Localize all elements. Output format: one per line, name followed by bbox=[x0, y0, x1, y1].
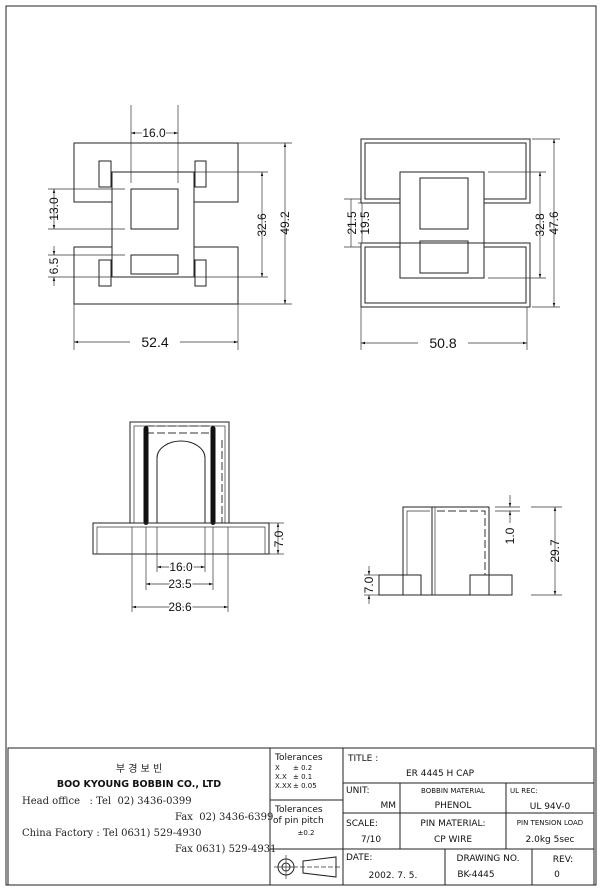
title-block: 부 경 보 빈 BOO KYOUNG BOBBIN CO., LTD Head … bbox=[7, 747, 595, 886]
tol-xx-value: ± 0.1 bbox=[293, 773, 312, 781]
scale-value: 7/10 bbox=[361, 835, 381, 845]
scale-label: SCALE: bbox=[346, 819, 378, 829]
dim-49-2: 49.2 bbox=[278, 211, 292, 235]
pin-tension-value: 2.0kg 5sec bbox=[526, 835, 575, 845]
dim-23-5: 23.5 bbox=[168, 577, 192, 591]
company-name-korean: 부 경 보 빈 bbox=[116, 762, 162, 775]
top-right-view: 21.5 19.5 32.8 47.6 50.8 bbox=[344, 138, 561, 351]
dim-7-0-flange: 7.0 bbox=[272, 530, 286, 547]
dim-29-7: 29.7 bbox=[548, 539, 562, 563]
dim-6-5: 6.5 bbox=[47, 257, 61, 274]
bottom-right-view: 1.0 29.7 7.0 bbox=[362, 495, 562, 604]
rev-label: REV: bbox=[553, 855, 573, 865]
pin-material-label: PIN MATERIAL: bbox=[420, 819, 485, 829]
drawing-no-label: DRAWING NO. bbox=[457, 854, 520, 864]
drawing-title: ER 4445 H CAP bbox=[406, 769, 475, 779]
china-factory-fax: Fax 0631) 529-4931 bbox=[175, 844, 276, 855]
projection-symbol-icon bbox=[274, 855, 340, 879]
drawing-no-value: BK-4445 bbox=[457, 870, 494, 880]
tol-x-value: ± 0.2 bbox=[293, 764, 312, 772]
rev-value: 0 bbox=[554, 870, 560, 880]
title-label: TITLE : bbox=[347, 754, 378, 764]
dim-32-6: 32.6 bbox=[255, 213, 269, 237]
dim-32-8: 32.8 bbox=[533, 213, 547, 237]
dim-13-0: 13.0 bbox=[47, 197, 61, 221]
pin-material-value: CP WIRE bbox=[434, 835, 472, 845]
top-left-view: 16.0 13.0 6.5 32.6 49.2 52.4 bbox=[47, 105, 292, 350]
china-factory-tel: China Factory : Tel 0631) 529-4930 bbox=[22, 828, 202, 839]
tol-xx: X.X bbox=[275, 773, 287, 781]
pin-tension-label: PIN TENSION LOAD bbox=[517, 819, 583, 827]
tol-xxx-value: ± 0.05 bbox=[293, 782, 317, 790]
dim-28-6: 28.6 bbox=[168, 600, 192, 614]
ul-value: UL 94V-0 bbox=[530, 802, 571, 812]
dim-19-5: 19.5 bbox=[358, 211, 372, 235]
head-office-fax: Fax 02) 3436-6399 bbox=[175, 812, 273, 823]
pin-tolerance-value: ±0.2 bbox=[298, 829, 315, 837]
unit-label: UNIT: bbox=[346, 786, 370, 796]
dim-1-0: 1.0 bbox=[503, 527, 517, 544]
unit-value: MM bbox=[380, 801, 396, 811]
pin-tolerance-label-2: of pin pitch bbox=[273, 816, 324, 826]
date-value: 2002. 7. 5. bbox=[369, 871, 418, 881]
date-label: DATE: bbox=[346, 853, 372, 863]
dim-47-6: 47.6 bbox=[547, 211, 561, 235]
dim-21-5: 21.5 bbox=[345, 211, 359, 235]
dim-7-0-foot: 7.0 bbox=[362, 576, 376, 593]
ul-label: UL REC: bbox=[510, 787, 538, 795]
dim-16-0: 16.0 bbox=[142, 126, 166, 140]
head-office-tel: Head office : Tel 02) 3436-0399 bbox=[22, 796, 192, 807]
dim-16-0-pins: 16.0 bbox=[169, 560, 193, 574]
pin-tolerance-label: Tolerances bbox=[274, 805, 323, 815]
dim-50-8: 50.8 bbox=[429, 335, 456, 351]
bobbin-material-value: PHENOL bbox=[435, 801, 472, 811]
tol-x: X bbox=[275, 764, 280, 772]
company-name: BOO KYOUNG BOBBIN CO., LTD bbox=[57, 779, 221, 790]
tolerances-label: Tolerances bbox=[274, 753, 323, 763]
bottom-left-view: 16.0 23.5 28.6 7.0 bbox=[92, 421, 286, 616]
dim-52-4: 52.4 bbox=[141, 334, 168, 350]
tol-xxx: X.XX bbox=[275, 782, 292, 790]
bobbin-material-label: BOBBIN MATERIAL bbox=[421, 787, 485, 795]
